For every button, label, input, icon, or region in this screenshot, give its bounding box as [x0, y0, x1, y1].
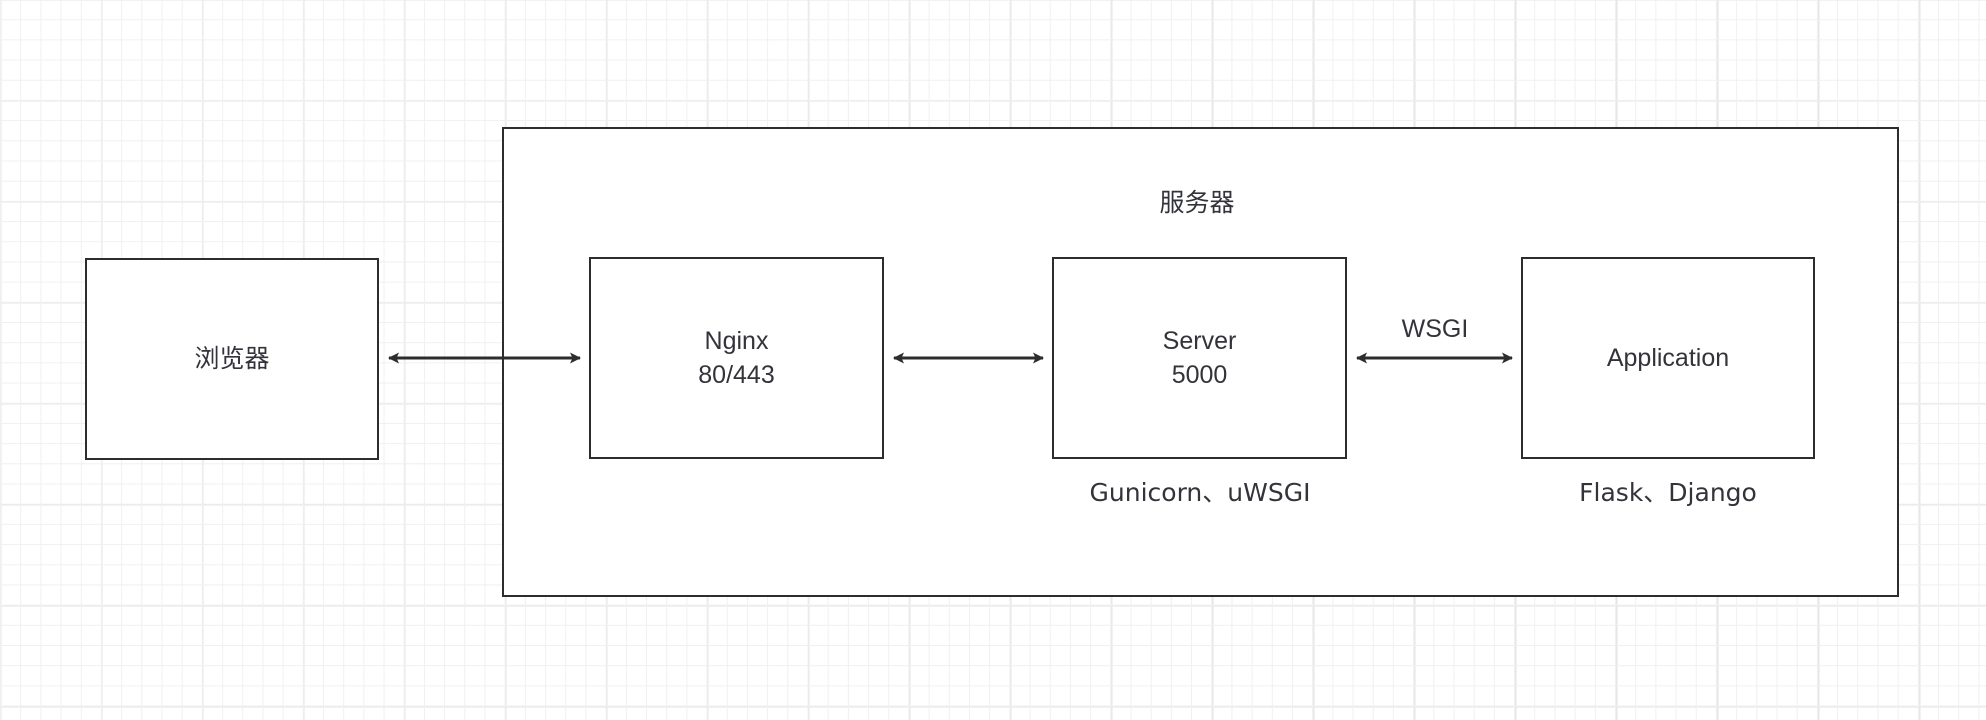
- server-caption: Gunicorn、uWSGI: [1089, 478, 1311, 507]
- node-server[interactable]: Server 5000: [1052, 257, 1347, 459]
- node-server-label: Server: [1162, 327, 1237, 355]
- edge-label-wsgi: WSGI: [1401, 315, 1469, 343]
- node-application-label: Application: [1606, 344, 1730, 372]
- edge-nginx-server[interactable]: [884, 338, 1053, 378]
- node-server-port: 5000: [1171, 361, 1228, 389]
- edge-browser-nginx[interactable]: [379, 338, 590, 378]
- server-container-title: 服务器: [1159, 188, 1235, 217]
- node-nginx-ports: 80/443: [698, 361, 775, 389]
- node-browser[interactable]: 浏览器: [85, 258, 379, 460]
- application-caption: Flask、Django: [1579, 478, 1757, 507]
- node-nginx[interactable]: Nginx 80/443: [589, 257, 884, 459]
- node-browser-label: 浏览器: [194, 344, 270, 373]
- node-application[interactable]: Application: [1521, 257, 1815, 459]
- node-nginx-label: Nginx: [704, 327, 769, 355]
- edge-server-application[interactable]: [1347, 338, 1522, 378]
